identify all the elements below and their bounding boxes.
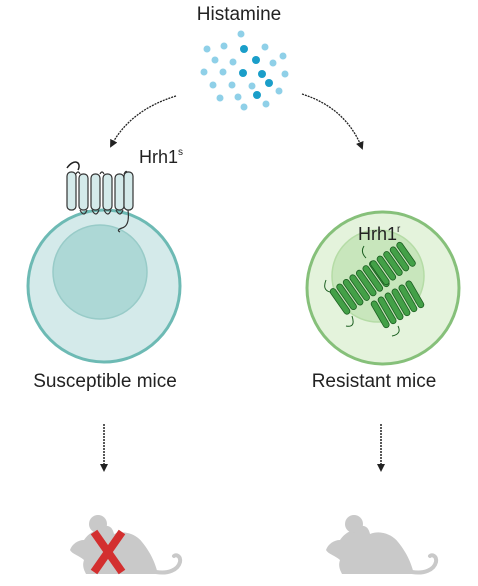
misfolded-receptor-icon [324,241,425,337]
mouse-icon [324,513,439,576]
arrow-icon [301,93,364,150]
arrow-icon [110,95,177,148]
mouse-icon [68,513,183,576]
receptor-susceptible-label: Hrh1s [139,147,184,167]
cross-icon [90,529,126,575]
histamine-label: Histamine [196,4,282,25]
susceptible-cell [26,208,182,364]
resistant-mice-label: Resistant mice [311,371,437,392]
receptor-resistant-label: Hrh1r [358,224,401,244]
susceptible-mice-label: Susceptible mice [33,371,177,392]
gpcr-receptor-icon [66,161,134,233]
histamine-molecules [200,30,289,111]
